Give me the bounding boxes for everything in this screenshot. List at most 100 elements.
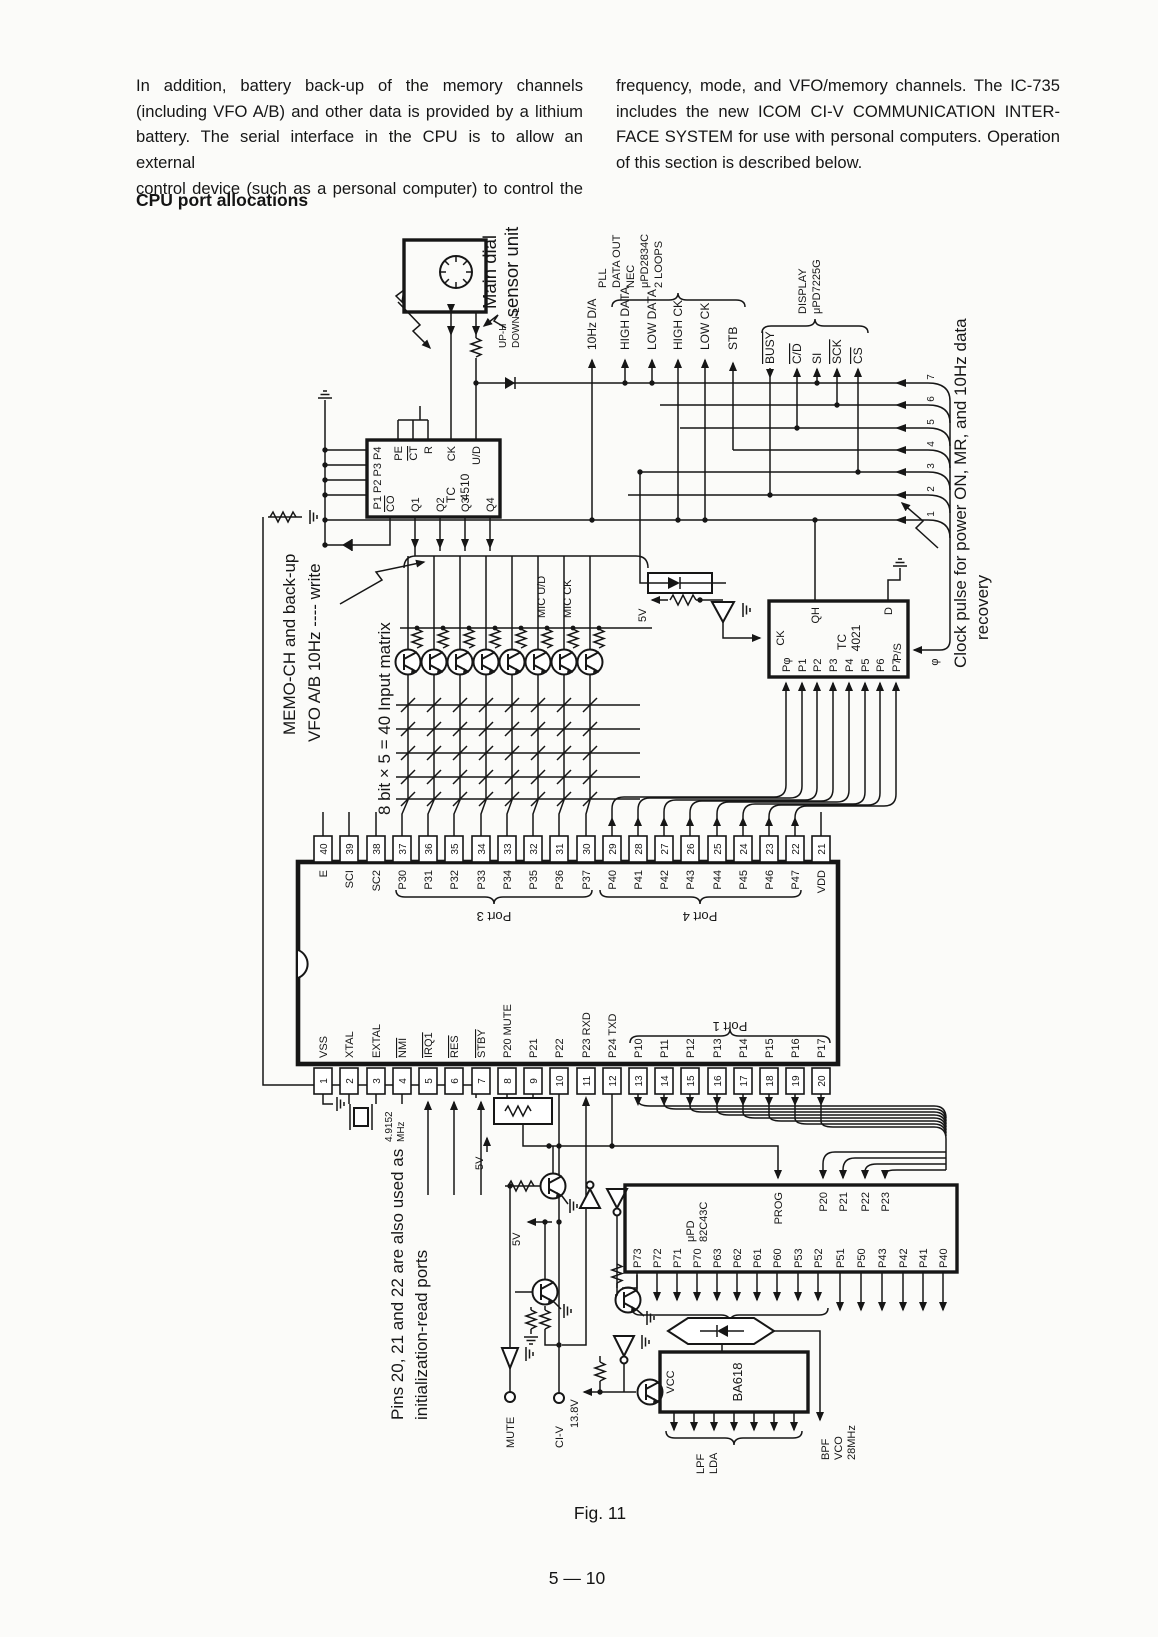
chip-pin-label: D <box>883 607 895 615</box>
chip-notch <box>297 949 309 979</box>
port3-brace <box>395 889 593 905</box>
pin-label: P14 <box>738 1038 750 1058</box>
pin-number: 39 <box>345 843 356 855</box>
pin-number: 18 <box>765 1075 776 1087</box>
pin-number: 26 <box>686 843 697 855</box>
pin-label: P32 <box>449 870 461 890</box>
pin-number: 36 <box>424 843 435 855</box>
display-chip-label: DISPLAY <box>797 268 809 314</box>
bottom-left-circuits: 4.9152 MHz 5V 5V <box>322 1094 782 1448</box>
chip-pin-label: P70 <box>692 1248 704 1268</box>
transistor-icon <box>531 1278 559 1306</box>
signal-label: SCK <box>830 339 844 364</box>
matrix-note: 8 bit × 5 = 40 Input matrix <box>375 622 394 815</box>
pin-label: P30 <box>397 870 409 890</box>
pin-label: P35 <box>528 870 540 890</box>
signal-label: HIGH DATA <box>618 286 632 350</box>
chip-pin-label: P73 <box>632 1248 644 1268</box>
pin-label: P45 <box>738 870 750 890</box>
mic-label: MIC CK <box>562 579 574 618</box>
pin-label: P44 <box>712 870 724 890</box>
pin-number: 17 <box>739 1075 750 1087</box>
pin-label: SC2 <box>371 870 383 891</box>
chip-pin-label: CO <box>385 495 397 512</box>
pin-number: 29 <box>608 843 619 855</box>
chip-name: BA618 <box>730 1362 745 1401</box>
pin-label: P47 <box>790 870 802 890</box>
port4-ribbon <box>608 681 900 836</box>
pin-label: EXTAL <box>371 1024 383 1058</box>
pin-number: 21 <box>817 843 828 855</box>
display-chip-label: μPD7225G <box>811 259 823 314</box>
chip-pin-label: P63 <box>712 1248 724 1268</box>
transistor-icon <box>550 648 578 676</box>
port-label: Port 1 <box>713 1019 748 1034</box>
transistor-icon <box>394 648 422 676</box>
pin-number: 27 <box>660 843 671 855</box>
supply-label: 13.8V <box>569 1399 581 1428</box>
pin-number: 3 <box>372 1078 383 1084</box>
chip-pin-label: P2 <box>812 659 824 672</box>
clock-line-number: 7 <box>926 374 937 380</box>
chip-pin-label: Pφ <box>781 658 793 672</box>
tc4021-shift-register: CK QH D TC 4021 P/S φ Pφ P1 P2 P3 P4 P5 … <box>637 472 941 679</box>
mic-label: MIC U/D <box>536 576 548 618</box>
pin-number: 6 <box>450 1078 461 1084</box>
pin-number: 25 <box>713 843 724 855</box>
pin-label: NMI <box>397 1038 409 1058</box>
pin-number: 28 <box>634 843 645 855</box>
transistor-icon <box>472 648 500 676</box>
clock-line-number: 3 <box>926 463 937 469</box>
inverter-icon <box>710 601 736 625</box>
pin-number: 16 <box>713 1075 724 1087</box>
pin-number: 4 <box>398 1078 409 1084</box>
pin-label: VDD <box>816 870 828 893</box>
lpf-label: LPF <box>695 1454 707 1474</box>
paragraph-line: of this section is described below. <box>616 153 863 173</box>
ba618-block: BPF VCO 28MHz VCC BA618 LPF LDA <box>658 1317 858 1474</box>
bpf-label: 28MHz <box>846 1425 858 1460</box>
chip-name: 4510 <box>458 473 472 500</box>
lpf-brace <box>665 1430 803 1446</box>
pin-label: XTAL <box>344 1031 356 1058</box>
civ-terminal <box>553 1392 565 1404</box>
tc4510-counter: P1 P2 P3 P4 PE CT R CK U/D TC 4510 CO Q1… <box>317 390 502 556</box>
chip-pin-label: P52 <box>813 1248 825 1268</box>
signal-label: LOW DATA <box>645 289 659 350</box>
annotation-arrow <box>482 314 507 329</box>
pin-number: 13 <box>634 1075 645 1087</box>
pin-label: E <box>318 870 330 877</box>
pll-chip-label: DATA OUT <box>611 234 623 288</box>
main-dial-sensor-unit: Main dial sensor unit UP-H DOWN-L <box>394 227 522 440</box>
pin-label: P34 <box>502 870 514 890</box>
chip-pin-label: P62 <box>732 1248 744 1268</box>
bpf-label: VCO <box>833 1436 845 1460</box>
pin-number: 19 <box>791 1075 802 1087</box>
signal-label: SI <box>810 353 824 364</box>
signal-label: BUSY <box>763 331 777 364</box>
pin-label: P33 <box>476 870 488 890</box>
chip-pin-label: P6 <box>875 659 887 672</box>
transistor-icon <box>420 648 448 676</box>
pin-label: P16 <box>790 1038 802 1058</box>
annotation-arrow <box>394 288 430 348</box>
pin-label: VSS <box>318 1036 330 1058</box>
chip-name: μPD <box>685 1220 697 1242</box>
main-dial-label: Main dial <box>479 235 500 309</box>
chip-pin-label: Q2 <box>435 497 447 512</box>
pll-chip-label: μPD2834C <box>639 234 651 288</box>
chip-pin-label: CK <box>775 630 787 646</box>
chip-pin-label: P72 <box>652 1248 664 1268</box>
pin-number: 23 <box>765 843 776 855</box>
upd82c43c-expander: PROG P20 P21 P22 P23 μPD 82C43C P73 P72 … <box>616 1183 959 1323</box>
chip-pin-label: VCC <box>665 1370 677 1393</box>
inverter-icon <box>605 1188 629 1211</box>
pin-number: 38 <box>372 843 383 855</box>
clock-line-number: 6 <box>926 396 937 402</box>
pin-label: P22 <box>554 1038 566 1058</box>
annotation-arrow <box>339 559 426 605</box>
transistor-icon <box>576 648 604 676</box>
chip-name: TC <box>835 634 849 650</box>
signal-label: 10Hz D/A <box>585 299 599 350</box>
paragraph-line: (including VFO A/B) and other data is pr… <box>136 101 583 121</box>
